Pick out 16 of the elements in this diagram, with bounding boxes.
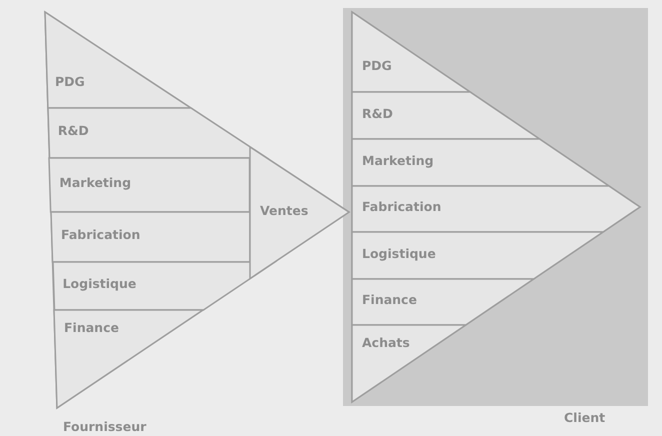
department-label: Marketing bbox=[362, 152, 434, 168]
department-label: PDG bbox=[55, 74, 85, 89]
department-label: Logistique bbox=[362, 246, 436, 260]
department-label: Logistique bbox=[62, 276, 136, 291]
department-label: Achats bbox=[362, 335, 410, 350]
group-caption: Client bbox=[564, 410, 606, 425]
department-label: Fabrication bbox=[61, 227, 140, 242]
department-label: R&D bbox=[362, 106, 393, 120]
group-caption: Fournisseur bbox=[63, 419, 146, 434]
department-label: R&D bbox=[58, 123, 89, 138]
department-label: Ventes bbox=[260, 202, 308, 218]
department-label: Finance bbox=[64, 320, 119, 335]
department-label: Fabrication bbox=[362, 199, 442, 214]
department-label: PDG bbox=[362, 58, 392, 73]
department-label: Marketing bbox=[59, 175, 132, 190]
department-label: Finance bbox=[362, 292, 417, 307]
